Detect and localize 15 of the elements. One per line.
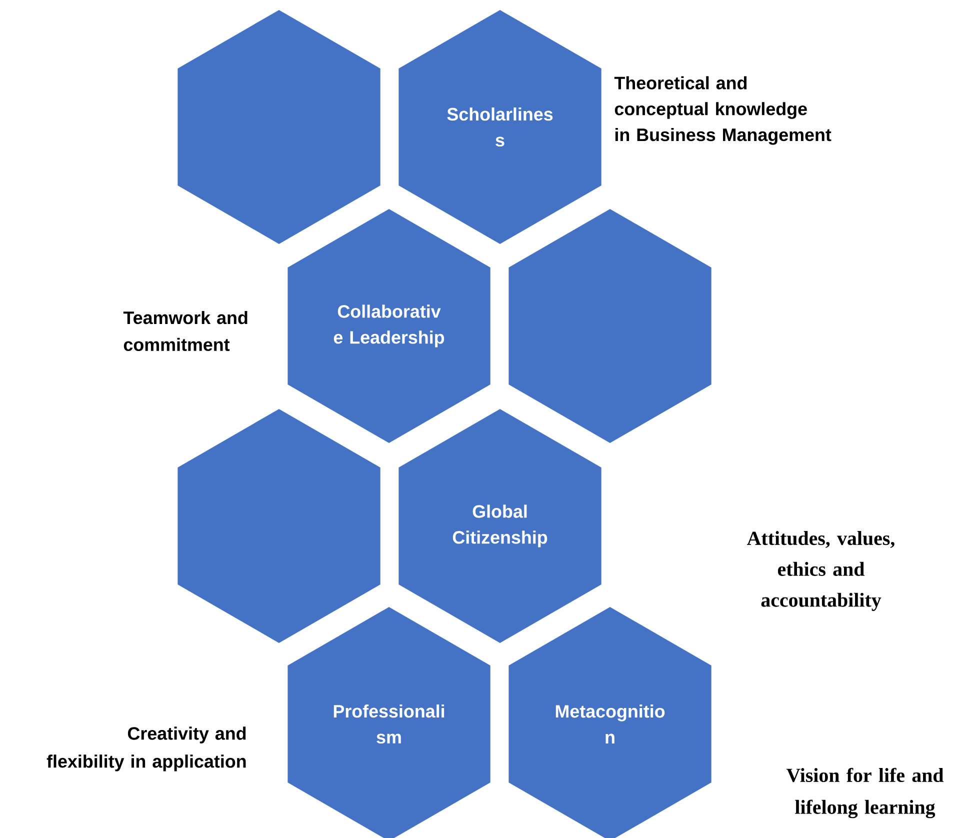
node-label: Global Citizenship [452,504,548,548]
hexagon: Collaborativ e Leadership [288,209,490,443]
side-text: Vision for life and lifelong learning [786,768,944,818]
hexagon: Professionali sm [288,607,490,838]
side-text: Theoretical and conceptual knowledge in Business Management [614,76,832,145]
side-text: Teamwork and commitment [123,310,248,352]
hexagon [508,209,712,443]
side-text: Creativity and flexibility in application [46,726,246,772]
side-text: Attitudes, values, ethics and accountability [747,531,894,611]
hexagon [178,10,380,244]
hexagon: Global Citizenship [398,409,602,643]
node-label: Professionali sm [334,704,444,744]
hexagon: Metacognitio n [508,607,712,838]
hexagon: Scholarlines s [398,10,602,244]
hexagon [178,409,380,643]
